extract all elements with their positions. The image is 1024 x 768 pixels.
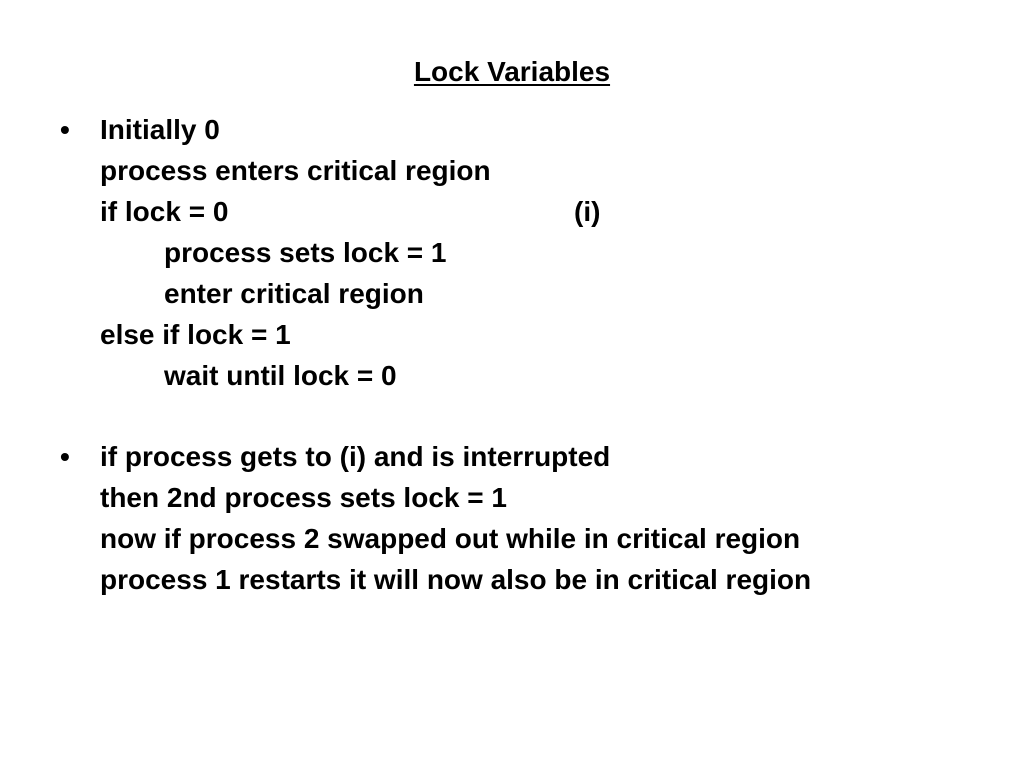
step-marker: (i) — [574, 196, 601, 227]
text-line: process sets lock = 1 — [164, 237, 447, 268]
text-line: Initially 0 — [100, 114, 220, 145]
text-line: wait until lock = 0 — [164, 360, 397, 391]
text-line: if process gets to (i) and is interrupte… — [100, 441, 611, 472]
text-line: then 2nd process sets lock = 1 — [100, 482, 507, 513]
slide-title: Lock Variables — [413, 56, 611, 87]
bullet-marker: • — [60, 114, 70, 145]
text-line: else if lock = 1 — [100, 319, 291, 350]
text-line: if lock = 0 — [100, 196, 229, 227]
text-line: enter critical region — [164, 278, 424, 309]
text-line: process 1 restarts it will now also be i… — [100, 564, 812, 595]
bullet-marker: • — [60, 441, 70, 472]
text-line: now if process 2 swapped out while in cr… — [100, 523, 801, 554]
text-line: process enters critical region — [100, 155, 491, 186]
